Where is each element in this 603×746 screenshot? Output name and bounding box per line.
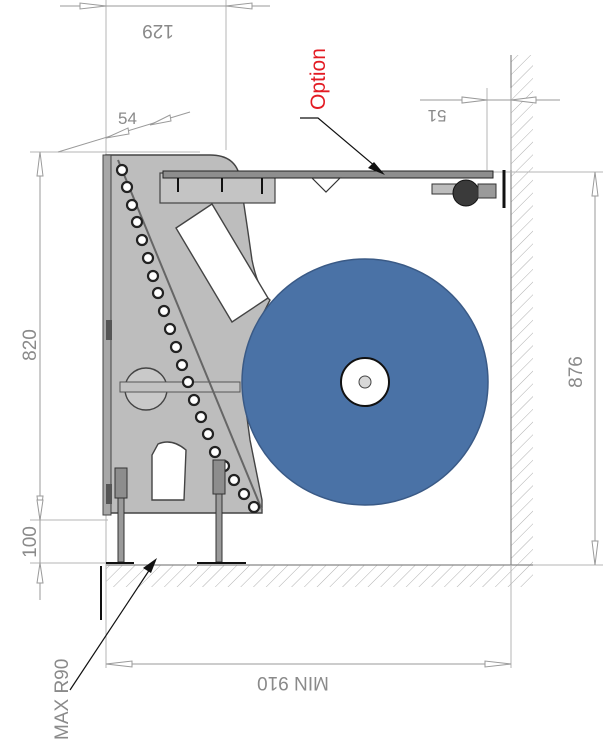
top-shelf <box>159 170 506 208</box>
machine-frame <box>102 154 271 516</box>
dim-129-label: 129 <box>142 20 174 41</box>
dim-54-label: 54 <box>118 109 137 128</box>
dim-820-label: 820 <box>20 329 41 361</box>
max-r90-callout: MAX R90 <box>52 558 157 740</box>
dimension-54: 54 <box>57 109 191 153</box>
dim-51-label: 51 <box>428 106 447 125</box>
roller-chain <box>115 159 263 514</box>
dimension-876: 876 <box>566 171 599 566</box>
dim-876-label: 876 <box>566 356 587 388</box>
dimension-min-910: MIN 910 <box>105 660 512 693</box>
machine-feet <box>106 459 246 564</box>
dimension-100: 100 <box>20 499 44 600</box>
dim-100-label: 100 <box>20 526 41 558</box>
dimension-820: 820 <box>20 151 44 521</box>
material-roll <box>241 258 489 506</box>
max-r90-label: MAX R90 <box>52 659 73 740</box>
option-label: Option <box>307 48 330 110</box>
wall-hatch <box>510 55 533 565</box>
option-callout: Option <box>300 48 385 175</box>
dim-min910-label: MIN 910 <box>257 672 329 693</box>
dimension-129: 129 <box>60 2 270 41</box>
dimension-51: 51 <box>420 96 560 125</box>
floor-hatch <box>106 564 533 587</box>
